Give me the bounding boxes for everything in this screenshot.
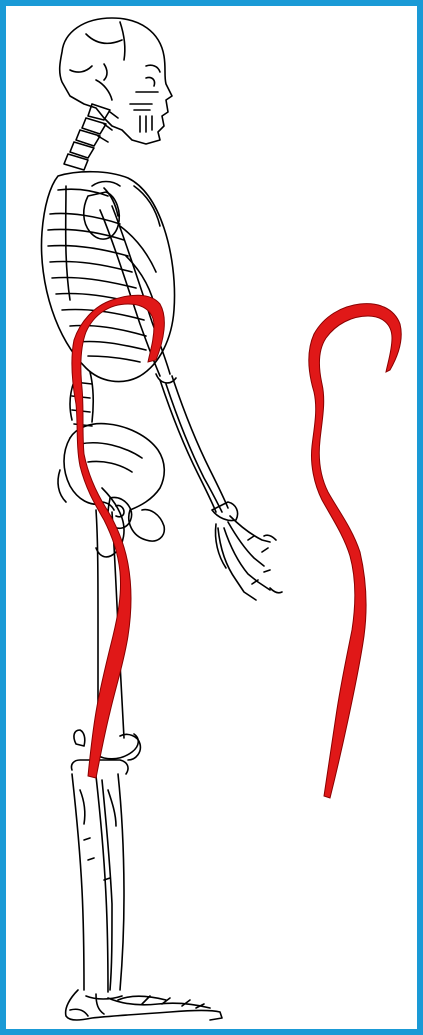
knee-joint: [71, 730, 140, 774]
upper-arm-bone: [100, 206, 176, 383]
lower-leg-bones: [72, 774, 124, 992]
foot-bones: [66, 990, 222, 1020]
hand-bones: [212, 502, 282, 600]
cervical-spine: [64, 104, 118, 170]
skull-outline: [60, 18, 172, 144]
muscle-band-isolated: [309, 304, 402, 798]
forearm-bones: [160, 376, 228, 512]
